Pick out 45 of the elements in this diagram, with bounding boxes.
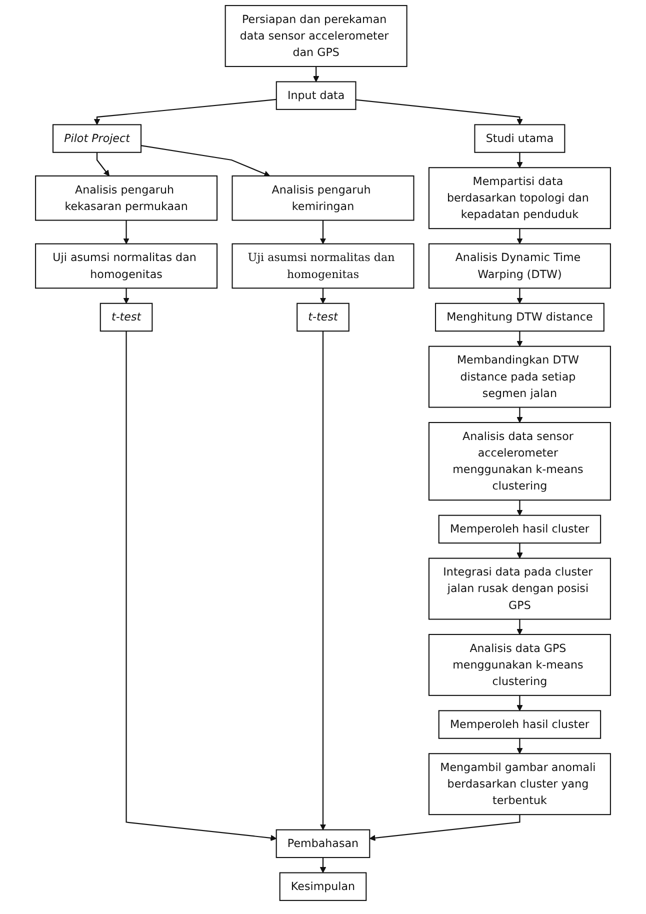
arrow bbox=[123, 220, 130, 244]
arrow bbox=[516, 695, 523, 711]
process-box: Analisis pengaruh kekasaran permukaan bbox=[35, 175, 218, 221]
arrow bbox=[516, 152, 523, 168]
process-box: Pembahasan bbox=[276, 829, 370, 858]
arrow bbox=[516, 228, 523, 244]
process-box: Memperoleh hasil cluster bbox=[438, 710, 602, 739]
arrow bbox=[123, 288, 130, 304]
process-box: Pilot Project bbox=[52, 124, 142, 153]
process-box: Uji asumsi normalitas dan homogenitas bbox=[232, 243, 414, 289]
arrow bbox=[313, 66, 320, 82]
process-box: Persiapan dan perekaman data sensor accelerometer dan GPS bbox=[224, 5, 408, 68]
arrow bbox=[516, 738, 523, 754]
arrow bbox=[516, 407, 523, 423]
process-box: t-test bbox=[296, 302, 350, 332]
arrow bbox=[320, 288, 326, 304]
process-box: Analisis pengaruh kemiringan bbox=[232, 175, 414, 221]
arrow bbox=[320, 220, 326, 244]
arrow bbox=[140, 145, 270, 177]
process-box: t-test bbox=[100, 302, 153, 332]
process-box: Memperoleh hasil cluster bbox=[438, 514, 602, 544]
arrow bbox=[94, 98, 276, 125]
arrow bbox=[516, 500, 523, 516]
arrow bbox=[320, 331, 326, 830]
process-box: Kesimpulan bbox=[279, 872, 367, 901]
process-box: Membandingkan DTW distance pada setiap segmen jalan bbox=[428, 346, 611, 408]
arrow bbox=[516, 619, 523, 635]
process-box: Integrasi data pada cluster jalan rusak dengan posisi GPS bbox=[428, 558, 611, 620]
arrow bbox=[516, 331, 523, 347]
arrow bbox=[126, 331, 277, 841]
process-box: Input data bbox=[276, 81, 356, 110]
process-box: Analisis Dynamic Time Warping (DTW) bbox=[428, 243, 611, 289]
process-box: Analisis data GPS menggunakan k-means clustering bbox=[428, 634, 611, 696]
arrow bbox=[516, 288, 523, 304]
arrow bbox=[516, 543, 523, 559]
process-box: Mempartisi data berdasarkan topologi dan kepadatan penduduk bbox=[428, 167, 611, 230]
arrow bbox=[369, 814, 520, 841]
process-box: Studi utama bbox=[474, 124, 566, 153]
process-box: Menghitung DTW distance bbox=[435, 302, 604, 332]
arrow bbox=[356, 99, 523, 125]
arrow bbox=[320, 858, 326, 874]
process-box: Uji asumsi normalitas dan homogenitas bbox=[35, 243, 218, 289]
process-box: Analisis data sensor accelerometer menggunakan k-means clustering bbox=[428, 422, 611, 501]
arrow bbox=[96, 152, 110, 176]
process-box: Mengambil gambar anomali berdasarkan cluster yang terbentuk bbox=[428, 753, 611, 816]
